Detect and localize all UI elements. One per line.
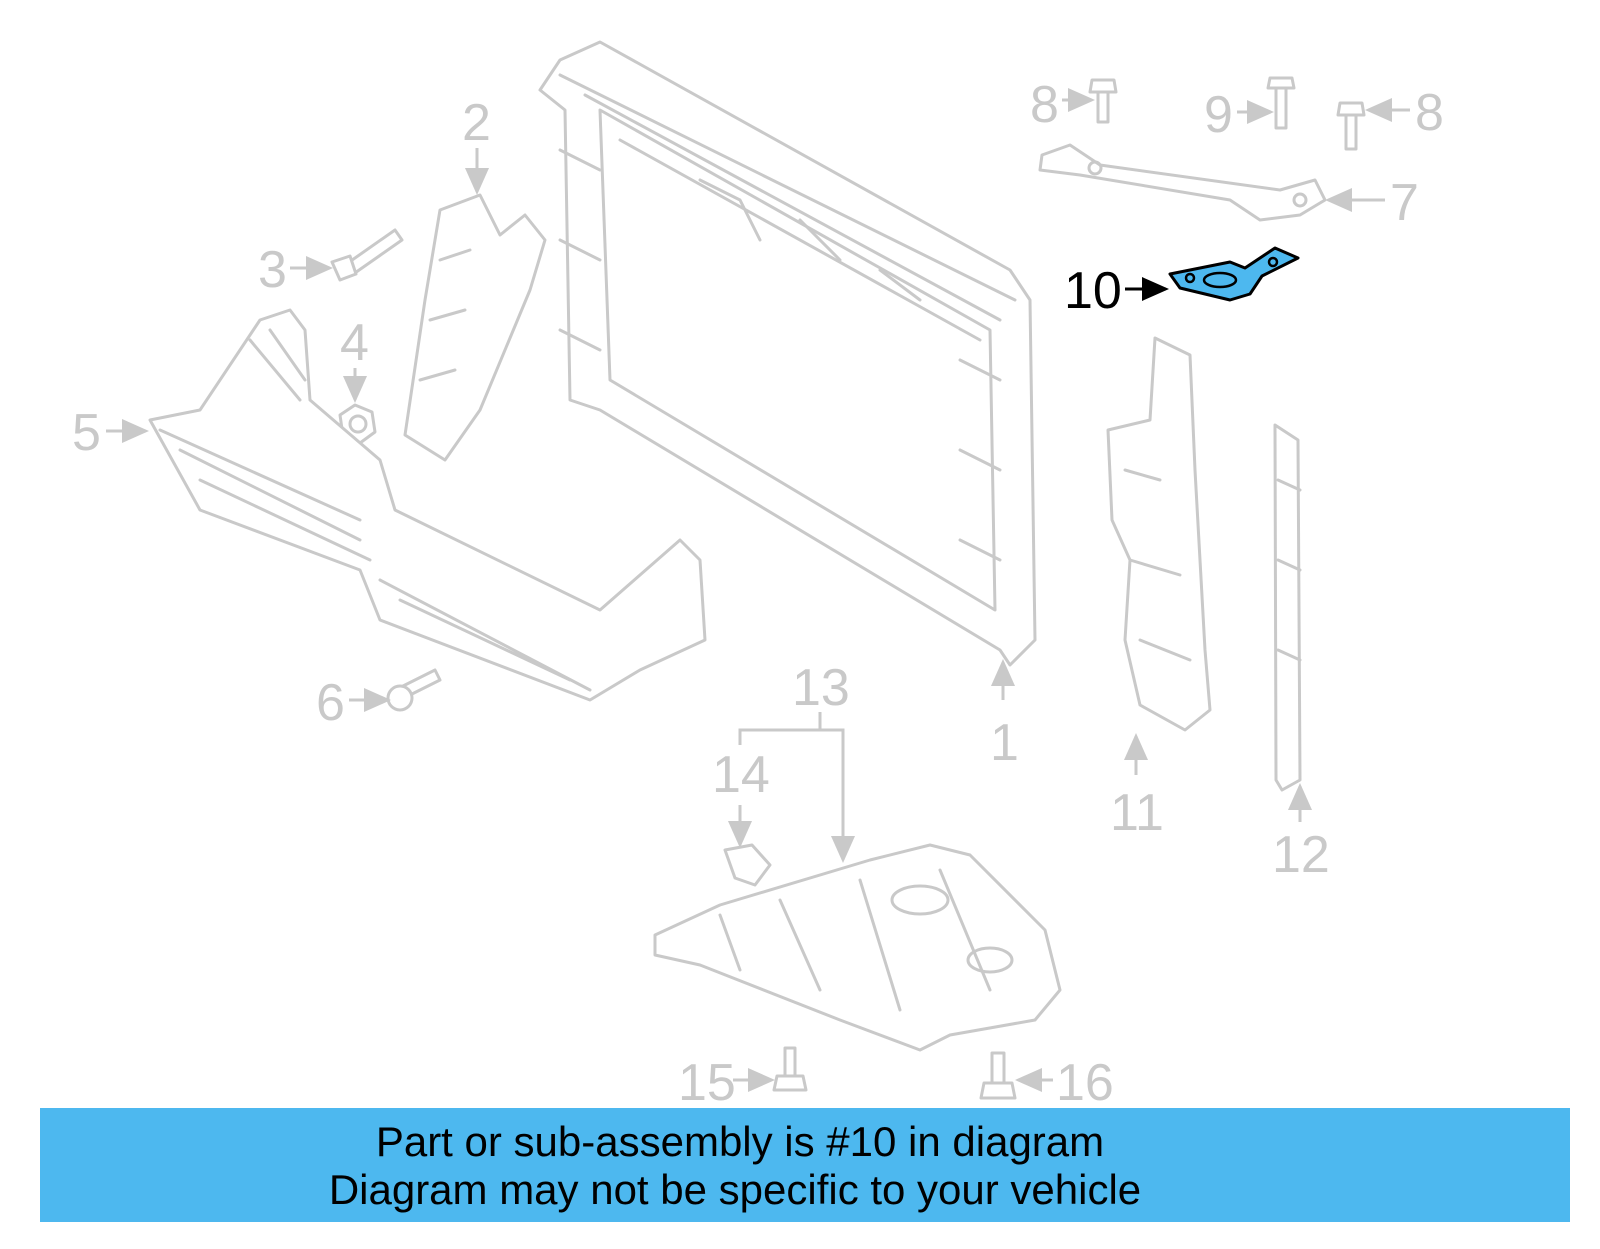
right-vertical-seal xyxy=(1273,423,1302,792)
banner-line-2: Diagram may not be specific to your vehi… xyxy=(328,1166,1142,1213)
radiator-support-frame xyxy=(538,40,1037,667)
callout-11: 11 xyxy=(1110,784,1164,842)
callout-14: 14 xyxy=(712,746,770,804)
callout-9: 9 xyxy=(1204,86,1233,144)
callout-10: 10 xyxy=(1064,262,1122,320)
upper-tie-bracket xyxy=(1038,143,1327,222)
leader-13 xyxy=(738,728,855,863)
right-air-guide xyxy=(1106,336,1212,732)
callout-4: 4 xyxy=(340,314,369,372)
callout-15: 15 xyxy=(678,1054,736,1112)
callout-2: 2 xyxy=(462,94,491,152)
callout-13: 13 xyxy=(792,659,850,717)
screw-6 xyxy=(386,668,442,712)
callout-12: 12 xyxy=(1272,826,1330,884)
callout-16: 16 xyxy=(1056,1054,1114,1112)
highlighted-bracket-10 xyxy=(1168,246,1300,302)
bolt-16 xyxy=(979,1051,1017,1100)
left-side-bracket xyxy=(403,193,547,462)
bolt-15 xyxy=(772,1046,808,1092)
clip-14 xyxy=(723,843,772,887)
lower-carrier xyxy=(148,308,707,702)
callout-8b: 8 xyxy=(1415,84,1444,142)
callout-6: 6 xyxy=(316,674,345,732)
callout-8a: 8 xyxy=(1030,76,1059,134)
banner-line-1: Part or sub-assembly is #10 in diagram xyxy=(375,1118,1105,1165)
callout-5: 5 xyxy=(72,404,101,462)
callout-7: 7 xyxy=(1390,174,1419,232)
bolt-8-right xyxy=(1336,101,1366,151)
callout-3: 3 xyxy=(258,241,287,299)
bolt-9 xyxy=(1266,76,1296,130)
callout-1: 1 xyxy=(990,714,1019,772)
bolt-8-left xyxy=(1088,78,1118,124)
info-banner: Part or sub-assembly is #10 in diagram D… xyxy=(40,1108,1570,1222)
bolt-3 xyxy=(330,228,404,282)
engine-shield xyxy=(653,843,1062,1052)
